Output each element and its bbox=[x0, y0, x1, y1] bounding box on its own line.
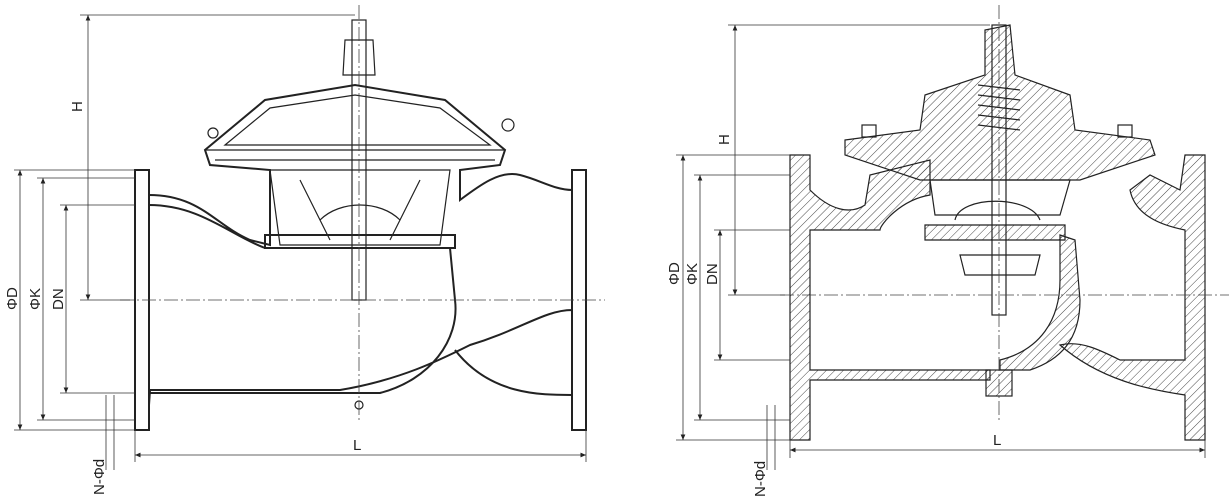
left-dim-bolts: N-Φd bbox=[91, 459, 108, 495]
right-piston bbox=[929, 179, 1071, 216]
right-dim-h: H bbox=[716, 134, 733, 145]
right-dim-dn: DN bbox=[704, 263, 721, 285]
right-valve-drawing: H ΦD ΦK DN N-Φd L bbox=[666, 5, 1229, 497]
right-inlet-flange bbox=[789, 154, 991, 441]
right-outlet-flange bbox=[1058, 154, 1206, 441]
right-dim-bolts: N-Φd bbox=[752, 461, 769, 497]
left-valve-drawing: H ΦD ΦK DN N-Φd L bbox=[4, 5, 605, 495]
left-dim-h: H bbox=[69, 101, 86, 112]
left-dim-l: L bbox=[353, 437, 361, 454]
right-bonnet bbox=[844, 24, 1156, 181]
left-dim-od: ΦD bbox=[4, 287, 21, 310]
left-dim-dn: DN bbox=[50, 288, 67, 310]
left-diaphragm-seat bbox=[269, 169, 451, 246]
right-dim-od: ΦD bbox=[666, 262, 683, 285]
right-dim-k: ΦK bbox=[684, 263, 701, 285]
left-dim-k: ΦK bbox=[27, 288, 44, 310]
right-dim-l: L bbox=[993, 432, 1001, 449]
left-valve-body bbox=[148, 83, 573, 406]
left-bonnet bbox=[223, 94, 492, 146]
